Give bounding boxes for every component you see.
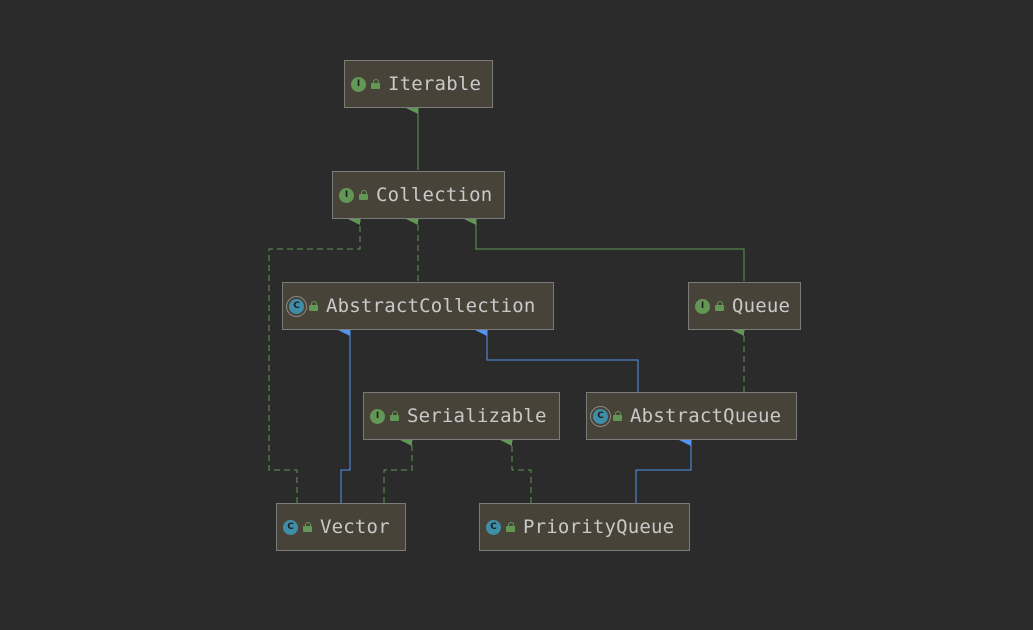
interface-icon: I <box>695 298 710 314</box>
abstract-class-icon: C <box>289 298 304 314</box>
node-priority-queue[interactable]: C PriorityQueue <box>479 503 690 551</box>
node-label: PriorityQueue <box>523 516 675 538</box>
node-vector[interactable]: C Vector <box>276 503 406 551</box>
node-abstract-queue[interactable]: C AbstractQueue <box>586 392 797 440</box>
interface-icon: I <box>351 76 366 92</box>
edge-abstractqueue-extends-abstractcollection <box>475 324 639 392</box>
node-iterable[interactable]: I Iterable <box>344 60 493 108</box>
public-lock-icon <box>371 79 380 89</box>
public-lock-icon <box>390 411 399 421</box>
node-collection[interactable]: I Collection <box>332 171 505 219</box>
node-abstract-collection[interactable]: C AbstractCollection <box>282 282 554 330</box>
public-lock-icon <box>309 301 318 311</box>
node-label: Serializable <box>407 405 547 427</box>
node-serializable[interactable]: I Serializable <box>363 392 560 440</box>
class-icon: C <box>283 519 298 535</box>
edge-queue-extends-collection <box>464 213 745 281</box>
abstract-class-icon: C <box>593 408 608 424</box>
class-icon: C <box>486 519 501 535</box>
public-lock-icon <box>506 522 515 532</box>
public-lock-icon <box>613 411 622 421</box>
node-label: Collection <box>376 184 493 206</box>
node-label: AbstractCollection <box>326 295 536 317</box>
node-queue[interactable]: I Queue <box>688 282 801 330</box>
public-lock-icon <box>359 190 368 200</box>
public-lock-icon <box>303 522 312 532</box>
edge-vector-implements-serializable <box>383 434 413 503</box>
edge-vector-implements-collection <box>268 213 361 503</box>
public-lock-icon <box>715 301 724 311</box>
edge-priorityqueue-implements-serializable <box>500 434 532 503</box>
node-label: Vector <box>320 516 390 538</box>
edge-vector-extends-abstractcollection <box>338 324 351 503</box>
interface-icon: I <box>370 408 385 424</box>
node-label: Iterable <box>388 73 482 95</box>
node-label: Queue <box>732 295 791 317</box>
node-label: AbstractQueue <box>630 405 782 427</box>
edge-priorityqueue-extends-abstractqueue <box>635 434 692 503</box>
interface-icon: I <box>339 187 354 203</box>
